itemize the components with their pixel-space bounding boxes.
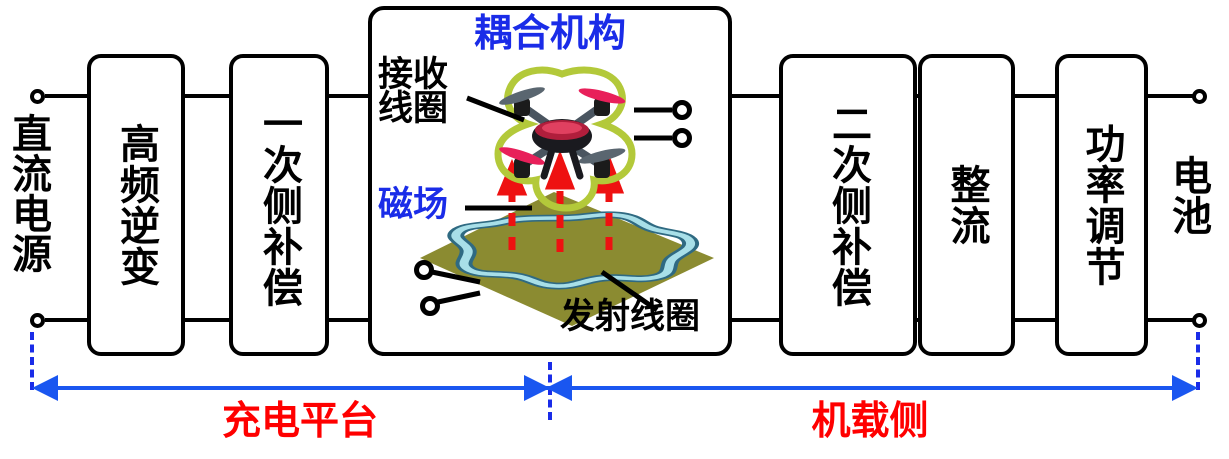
block-rectifier[interactable]: 整流 xyxy=(918,54,1015,356)
wire-b6-battery-bottom xyxy=(1144,318,1199,322)
label-battery: 电池 xyxy=(1165,155,1212,235)
wire-b5-b6-top xyxy=(1011,94,1059,98)
block-primary-comp[interactable]: 一次侧补偿 xyxy=(229,54,329,356)
block-rectifier-label: 整流 xyxy=(943,164,991,246)
tx-terminal-1 xyxy=(414,260,434,280)
span-charging-line xyxy=(56,386,550,390)
terminal-source-negative xyxy=(30,313,45,328)
span-label-charging-platform: 充电平台 xyxy=(221,398,378,444)
wire-b1-b2-bottom xyxy=(181,318,233,322)
wire-b5-b6-bottom xyxy=(1011,318,1059,322)
wire-b6-battery-top xyxy=(1144,94,1199,98)
terminal-battery-positive xyxy=(1192,89,1207,104)
wire-b2-coupler-bottom xyxy=(325,318,372,322)
label-transmitter-coil: 发射线圈 xyxy=(560,296,701,337)
coupler-illustration xyxy=(414,66,714,326)
wire-coupler-b4-bottom xyxy=(728,318,783,322)
span-charging-arrow-left xyxy=(32,375,58,401)
tx-terminal-2 xyxy=(420,296,440,316)
block-power-regulation[interactable]: 功率调节 xyxy=(1055,54,1148,356)
block-secondary-comp-label: 二次侧补偿 xyxy=(825,102,872,308)
block-hf-inverter[interactable]: 高频逆变 xyxy=(87,54,185,356)
label-receiver-coil: 接收 线圈 xyxy=(378,54,449,130)
span-onboard-arrow-left xyxy=(546,375,572,401)
leader-receiver-coil xyxy=(466,95,525,123)
label-magnetic-field: 磁场 xyxy=(378,184,449,225)
wire-b1-b2-top xyxy=(181,94,233,98)
wire-b2-coupler-top xyxy=(325,94,372,98)
block-primary-comp-label: 一次侧补偿 xyxy=(256,102,303,308)
wire-source-top xyxy=(45,94,91,98)
span-charging-arrow-right xyxy=(524,375,550,401)
terminal-source-positive xyxy=(30,89,45,104)
tx-lead-1 xyxy=(431,269,481,285)
rx-terminal-2 xyxy=(672,128,692,148)
transmitter-coil xyxy=(447,211,700,290)
tx-lead-2 xyxy=(437,290,481,305)
wire-coupler-b4-top xyxy=(728,94,783,98)
leader-transmitter-coil xyxy=(600,269,659,313)
block-power-regulation-label: 功率调节 xyxy=(1078,123,1126,287)
block-hf-inverter-label: 高频逆变 xyxy=(113,123,160,287)
block-secondary-comp[interactable]: 二次侧补偿 xyxy=(779,54,917,356)
span-onboard-arrow-right xyxy=(1172,375,1198,401)
terminal-battery-negative xyxy=(1192,313,1207,328)
block-coupling-mechanism[interactable]: 耦合机构 xyxy=(368,6,732,356)
rx-terminal-1 xyxy=(672,100,692,120)
dash-boundary-left xyxy=(30,332,34,390)
label-dc-source: 直流电源 xyxy=(5,113,52,273)
span-label-onboard-side: 机载侧 xyxy=(811,398,929,444)
dash-boundary-right xyxy=(1196,332,1200,390)
coupler-title: 耦合机构 xyxy=(473,10,626,55)
span-onboard-line xyxy=(570,386,1174,390)
wire-source-bottom xyxy=(45,318,91,322)
